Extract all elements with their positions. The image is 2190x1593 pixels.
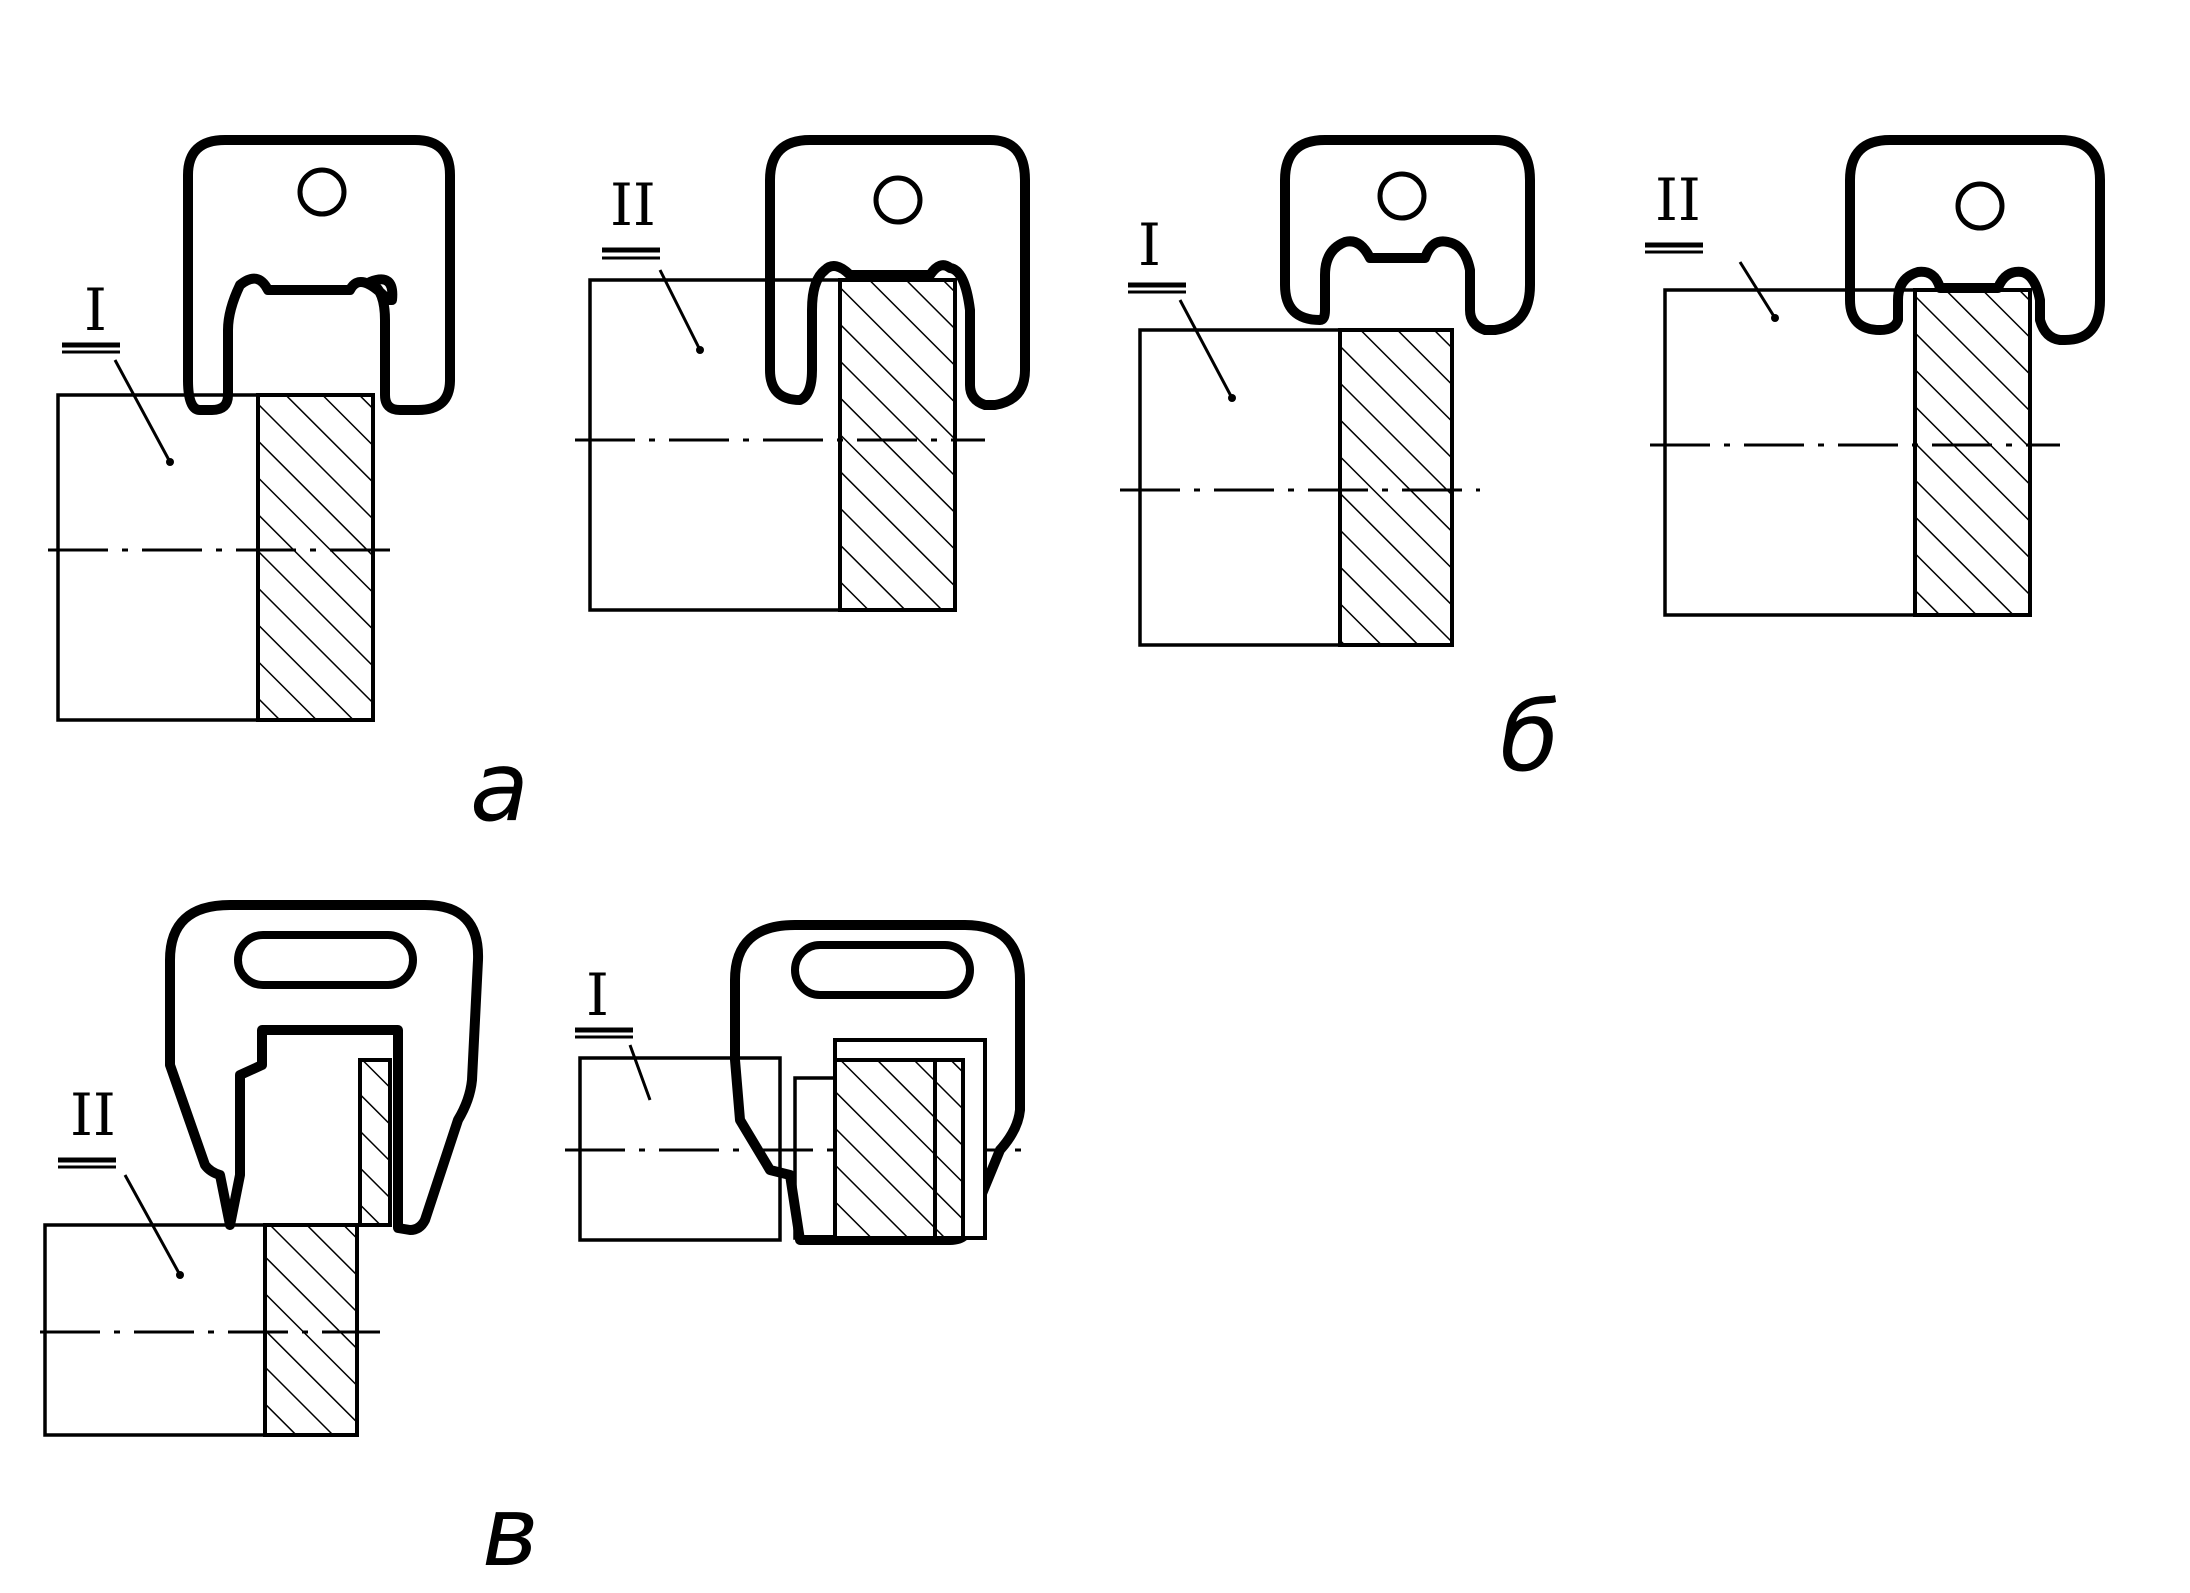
partial-hatch bbox=[833, 1058, 937, 1240]
hatched-section bbox=[1913, 288, 2032, 617]
hatched-section bbox=[838, 278, 957, 612]
clamp-jaw bbox=[765, 135, 1030, 410]
caption-b: б bbox=[1500, 681, 1559, 793]
leader-dot bbox=[176, 1271, 184, 1279]
panel-b-position-2: II bbox=[1645, 135, 2105, 617]
part-mark: I bbox=[586, 961, 609, 1029]
circle-hole bbox=[1377, 171, 1427, 221]
leader-line bbox=[113, 359, 172, 463]
part-mark: I bbox=[84, 276, 107, 344]
leader-dot bbox=[1228, 394, 1236, 402]
part-mark: II bbox=[610, 171, 656, 239]
panel-v-position-2: I bbox=[565, 920, 1025, 1245]
circle-hole bbox=[297, 167, 347, 217]
hatched-section bbox=[256, 393, 375, 722]
workpiece-body bbox=[1663, 288, 1917, 617]
circle-hole bbox=[873, 175, 923, 225]
slot-hole bbox=[234, 931, 417, 989]
clamp-jaw bbox=[165, 900, 484, 1235]
partial-hatch bbox=[933, 1058, 965, 1240]
workpiece-body bbox=[43, 1223, 267, 1437]
leader-dot bbox=[696, 346, 704, 354]
workpiece-body bbox=[56, 393, 260, 722]
panel-a-position-1: I bbox=[48, 135, 455, 722]
leader-line bbox=[123, 1174, 182, 1276]
clamp-jaw bbox=[1845, 135, 2105, 345]
leader-line bbox=[1738, 261, 1777, 319]
workpiece-body bbox=[588, 278, 842, 612]
leader-dot bbox=[1771, 314, 1779, 322]
panel-v-position-1: II bbox=[40, 900, 484, 1437]
workpiece-body bbox=[1138, 328, 1342, 647]
hatched-section bbox=[263, 1223, 359, 1437]
leader-line bbox=[658, 269, 702, 351]
leader-line bbox=[1178, 299, 1234, 399]
part-mark: II bbox=[1655, 166, 1701, 234]
partial-hatch bbox=[358, 1058, 392, 1227]
hatched-section bbox=[1338, 328, 1454, 647]
panel-a-position-2: II bbox=[575, 135, 1030, 612]
part-mark: I bbox=[1138, 211, 1161, 279]
clamp-jaw bbox=[183, 135, 455, 415]
leader-line bbox=[628, 1044, 652, 1101]
caption-v: в bbox=[482, 1476, 539, 1588]
slot-hole bbox=[791, 941, 974, 999]
panel-b-position-1: I bbox=[1120, 135, 1535, 647]
circle-hole bbox=[1955, 181, 2005, 231]
clamp-jaw bbox=[1280, 135, 1535, 335]
part-mark: II bbox=[70, 1081, 116, 1149]
caption-a: а bbox=[470, 731, 529, 843]
leader-dot bbox=[166, 458, 174, 466]
